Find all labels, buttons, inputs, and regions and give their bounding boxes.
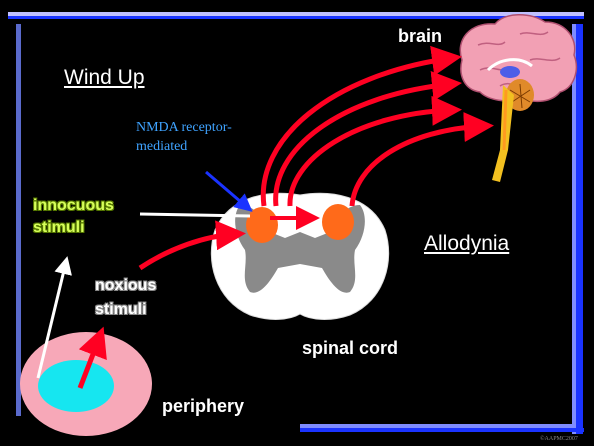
spinal-cord-label: spinal cord	[302, 338, 398, 359]
allodynia-label: Allodynia	[424, 232, 509, 256]
brain-arrow-3	[290, 110, 452, 206]
innocuous-label-line2: stimuli	[33, 219, 85, 237]
copyright-text: ©AAPMC2007	[540, 436, 578, 442]
slide-title: Wind Up	[64, 66, 145, 90]
dorsal-horn-left-neuron	[246, 207, 278, 243]
innocuous-label-line1: innocuous	[33, 197, 114, 215]
noxious-label-line1: noxious	[95, 277, 156, 295]
brain-arrow-4	[352, 126, 484, 206]
brain-label: brain	[398, 26, 442, 47]
periphery-label: periphery	[162, 396, 244, 417]
periphery-icon	[20, 332, 152, 436]
nmda-label: NMDA receptor-mediated	[136, 118, 246, 156]
nmda-arrow	[206, 172, 248, 208]
noxious-label-line2: stimuli	[95, 301, 147, 319]
brain-arrow-2	[276, 84, 452, 206]
spinal-cord-cross-section-icon	[211, 193, 388, 319]
brain-icon	[460, 15, 576, 182]
dorsal-horn-right-neuron	[322, 204, 354, 240]
innocuous-input-line	[140, 214, 250, 216]
